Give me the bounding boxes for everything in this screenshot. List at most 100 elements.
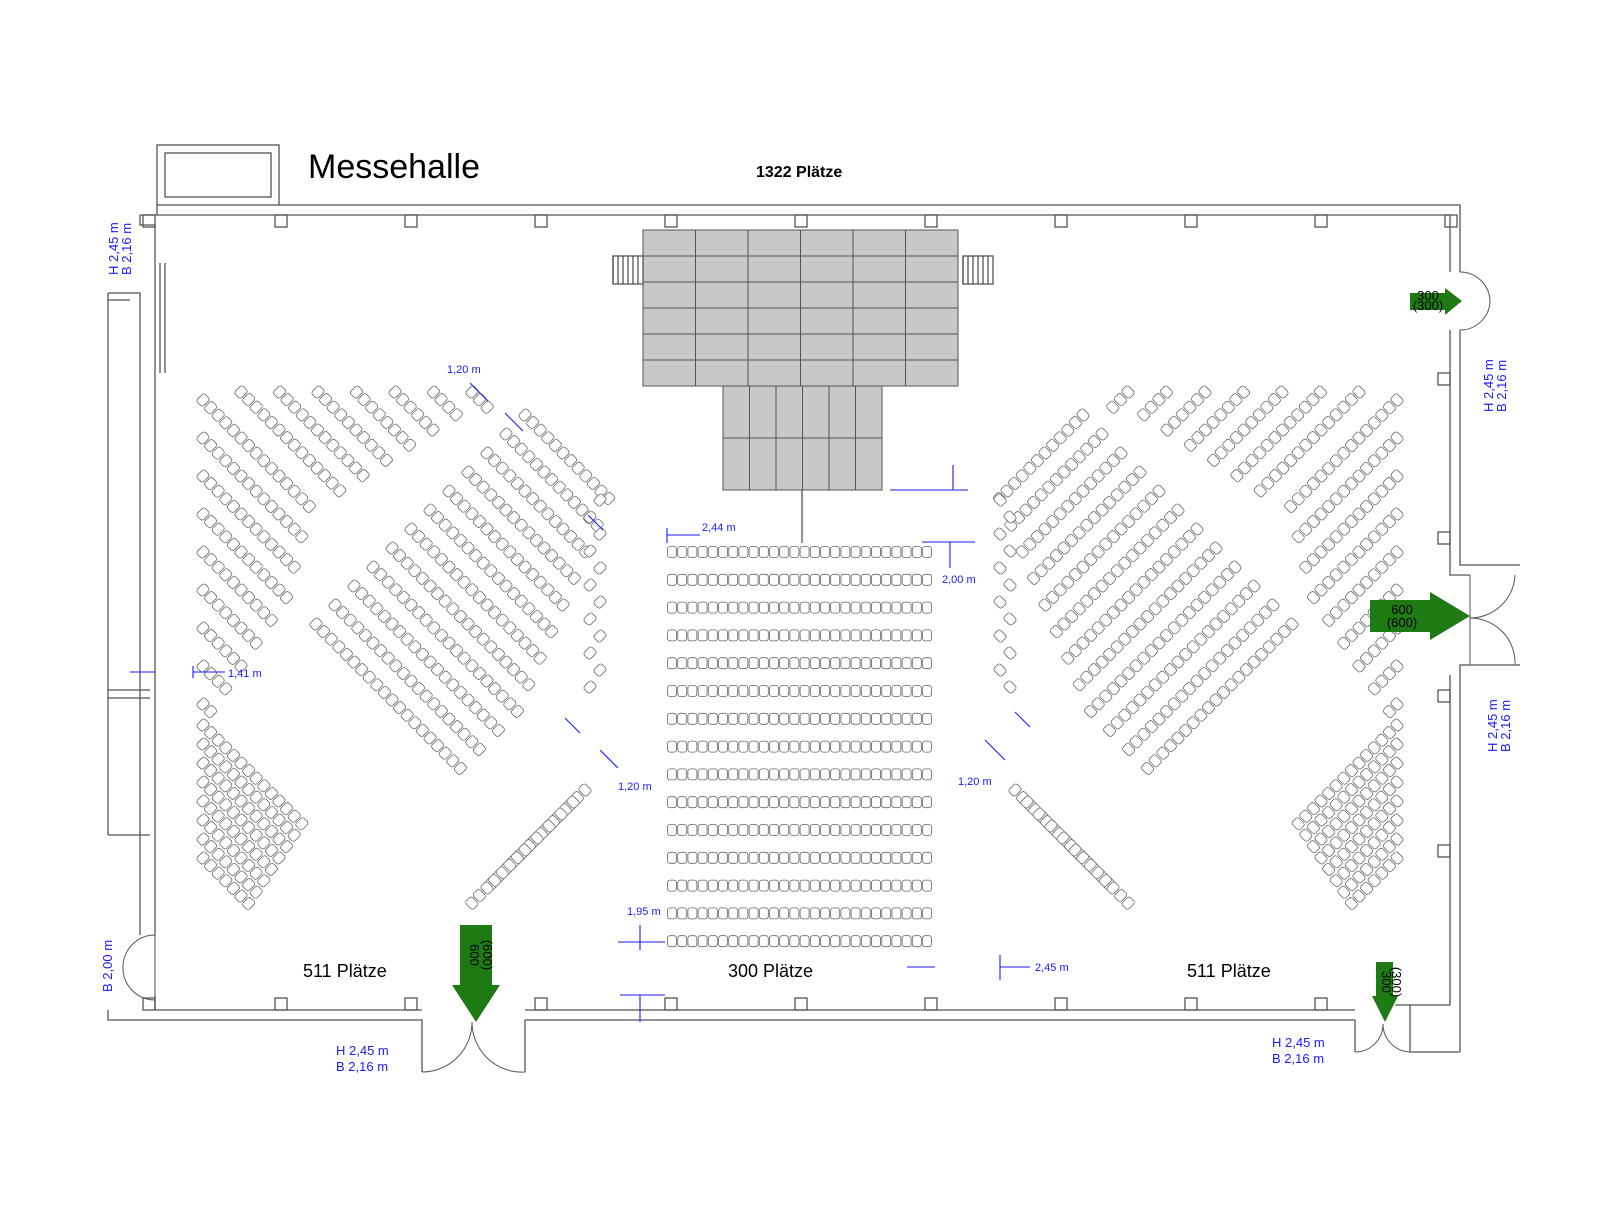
chair xyxy=(840,824,851,836)
chair xyxy=(1125,625,1139,639)
chair xyxy=(1245,453,1259,467)
chair xyxy=(408,640,422,654)
chair xyxy=(242,477,256,491)
chair xyxy=(993,629,1007,643)
chair xyxy=(1091,469,1105,483)
chair xyxy=(295,492,309,506)
exit-arrow-bottom-main: 600 (600) xyxy=(452,925,500,1022)
dim-stage-offset: 2,44 m xyxy=(702,522,736,534)
chair xyxy=(381,651,395,665)
chair xyxy=(196,583,210,597)
chair xyxy=(556,522,570,536)
chair xyxy=(769,629,779,642)
chair xyxy=(718,796,728,809)
chair xyxy=(687,546,698,558)
chair xyxy=(901,879,912,892)
chair xyxy=(499,655,513,669)
chair xyxy=(446,526,460,540)
chair xyxy=(1171,503,1185,517)
chair xyxy=(257,779,271,793)
exit-bottom-right-sub: (300) xyxy=(1389,967,1404,997)
chair xyxy=(871,907,881,920)
chair xyxy=(242,859,256,873)
chair xyxy=(1228,636,1242,650)
chair xyxy=(295,408,309,422)
chair xyxy=(408,716,422,730)
chair xyxy=(687,712,698,725)
chair xyxy=(379,453,393,467)
chair xyxy=(667,740,677,753)
chair xyxy=(541,583,555,597)
chair xyxy=(249,400,263,414)
chair xyxy=(881,546,892,558)
door-bottom-right-height: H 2,45 m xyxy=(1272,1035,1325,1050)
chair xyxy=(234,545,248,559)
chair xyxy=(911,573,922,586)
chair xyxy=(1053,583,1067,597)
chair xyxy=(1205,583,1219,597)
chair xyxy=(718,768,728,781)
chair xyxy=(1098,873,1112,887)
chair xyxy=(809,796,820,809)
chair xyxy=(1390,393,1404,407)
chair xyxy=(457,499,471,513)
chair xyxy=(1382,439,1396,453)
seating-right-block xyxy=(992,385,1404,911)
chair xyxy=(196,507,210,521)
chair xyxy=(1382,726,1396,740)
exit-arrow-top-right: 300 (300) xyxy=(1410,288,1462,315)
chair xyxy=(809,879,820,892)
chair xyxy=(738,824,749,836)
stage-platform xyxy=(749,385,777,439)
chair xyxy=(789,546,800,558)
chair xyxy=(697,573,708,586)
chair xyxy=(510,476,524,490)
chair xyxy=(1114,889,1128,903)
chair xyxy=(211,847,225,861)
chair xyxy=(738,907,749,920)
chair xyxy=(728,546,739,558)
chair xyxy=(1337,866,1351,880)
chair xyxy=(728,712,739,725)
chair xyxy=(510,628,524,642)
chair xyxy=(779,879,790,892)
stage-platform xyxy=(747,359,801,387)
chair xyxy=(667,796,677,809)
chair xyxy=(860,879,871,892)
chair xyxy=(1110,640,1124,654)
chair xyxy=(412,682,426,696)
chair xyxy=(1344,393,1358,407)
chair xyxy=(891,935,902,948)
chair xyxy=(728,824,739,836)
chair xyxy=(687,879,698,892)
chair xyxy=(566,795,580,809)
chair xyxy=(901,629,912,642)
chair xyxy=(1322,499,1336,513)
chair xyxy=(442,712,456,726)
chair xyxy=(1284,499,1298,513)
chair xyxy=(204,840,218,854)
chair xyxy=(881,740,892,753)
chair xyxy=(196,545,210,559)
chair xyxy=(1367,874,1381,888)
chair xyxy=(1291,492,1305,506)
chair xyxy=(529,457,543,471)
chair xyxy=(687,824,698,836)
chair xyxy=(488,873,502,887)
chair xyxy=(349,423,363,437)
chair xyxy=(403,400,417,414)
chair xyxy=(476,480,490,494)
chair xyxy=(1004,518,1018,532)
chair xyxy=(901,657,912,670)
chair xyxy=(480,881,494,895)
chair xyxy=(1133,541,1147,555)
chair xyxy=(799,573,810,586)
chair xyxy=(226,786,240,800)
chair xyxy=(426,423,440,437)
chair xyxy=(242,629,256,643)
chair xyxy=(799,935,810,948)
stage-platform xyxy=(747,307,801,335)
chair xyxy=(1306,393,1320,407)
chair xyxy=(341,453,355,467)
chair xyxy=(1163,511,1177,525)
